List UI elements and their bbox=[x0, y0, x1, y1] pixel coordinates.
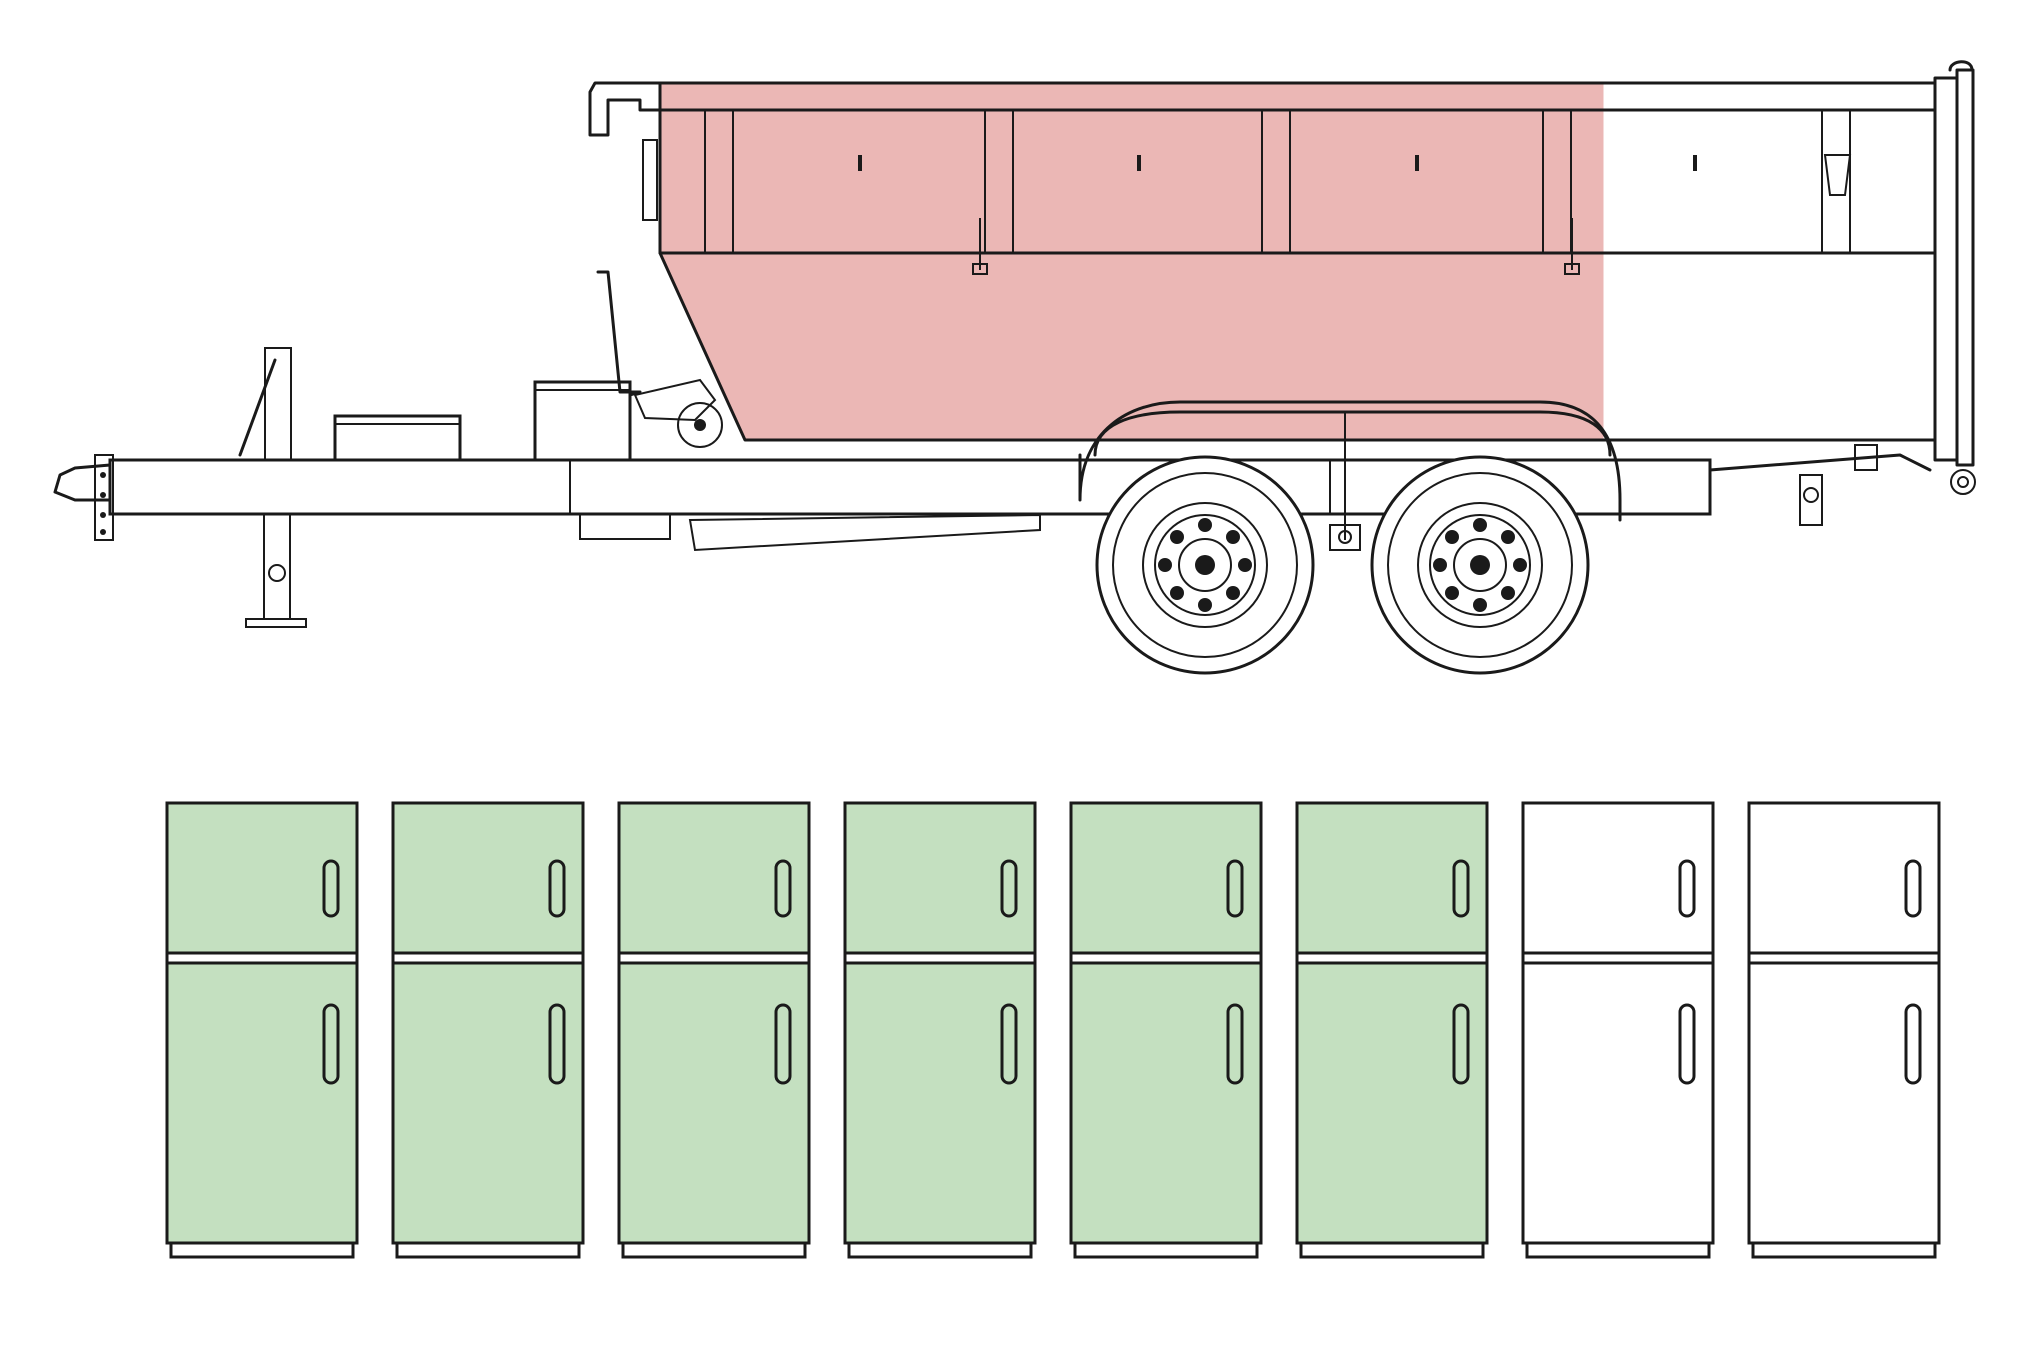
refrigerator-icon bbox=[843, 801, 1037, 1259]
refrigerator-icon bbox=[165, 801, 359, 1259]
refrigerator-icon bbox=[1521, 801, 1715, 1259]
roll-off-dumpster-trailer-icon bbox=[53, 60, 1976, 675]
fridge-row bbox=[165, 801, 1941, 1259]
container-fill-level bbox=[660, 83, 1604, 440]
refrigerator-icon bbox=[391, 801, 585, 1259]
refrigerator-icon bbox=[1069, 801, 1263, 1259]
refrigerator-icon bbox=[617, 801, 811, 1259]
refrigerator-icon bbox=[1295, 801, 1489, 1259]
refrigerator-icon bbox=[1747, 801, 1941, 1259]
